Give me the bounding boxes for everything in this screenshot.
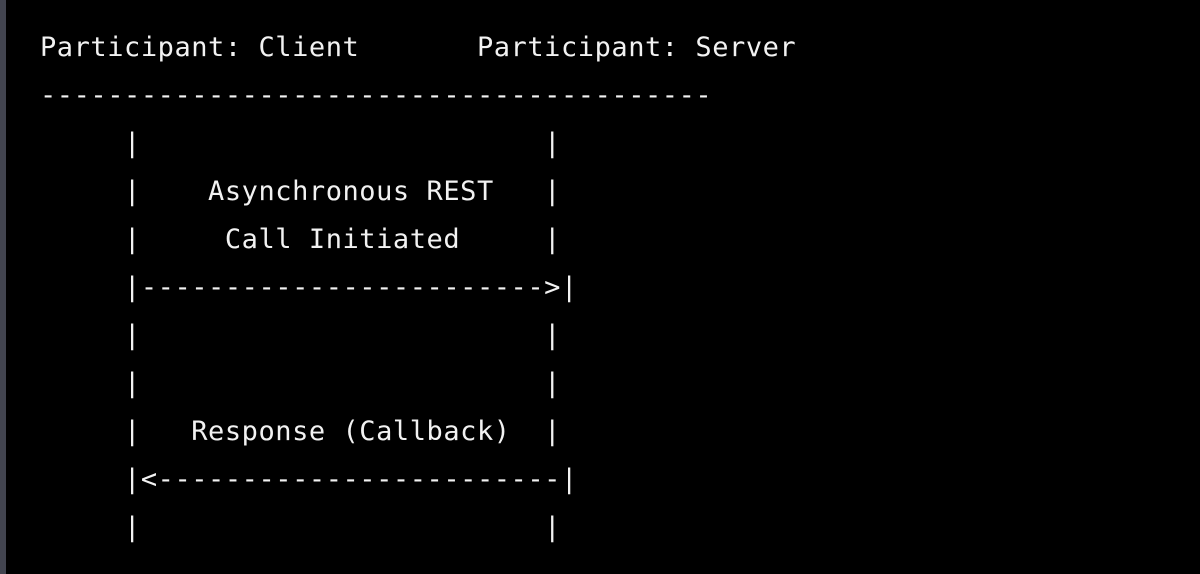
response-label-line: | Response (Callback) |: [40, 416, 561, 447]
lifeline-row: | |: [40, 368, 561, 399]
separator-line: ----------------------------------------: [40, 80, 713, 111]
ascii-sequence-diagram: Participant: Client Participant: Server -…: [40, 24, 1200, 552]
message-label-line-2: | Call Initiated |: [40, 224, 561, 255]
message-label-line-1: | Asynchronous REST |: [40, 176, 561, 207]
lifeline-row: | |: [40, 512, 561, 543]
lifeline-row: | |: [40, 128, 561, 159]
left-edge-bar: [0, 0, 6, 574]
response-arrow-line: |<------------------------|: [40, 464, 578, 495]
ascii-diagram-canvas: Participant: Client Participant: Server -…: [40, 0, 1200, 574]
participants-header-line: Participant: Client Participant: Server: [40, 32, 797, 63]
request-arrow-line: |------------------------>|: [40, 272, 578, 303]
lifeline-row: | |: [40, 320, 561, 351]
